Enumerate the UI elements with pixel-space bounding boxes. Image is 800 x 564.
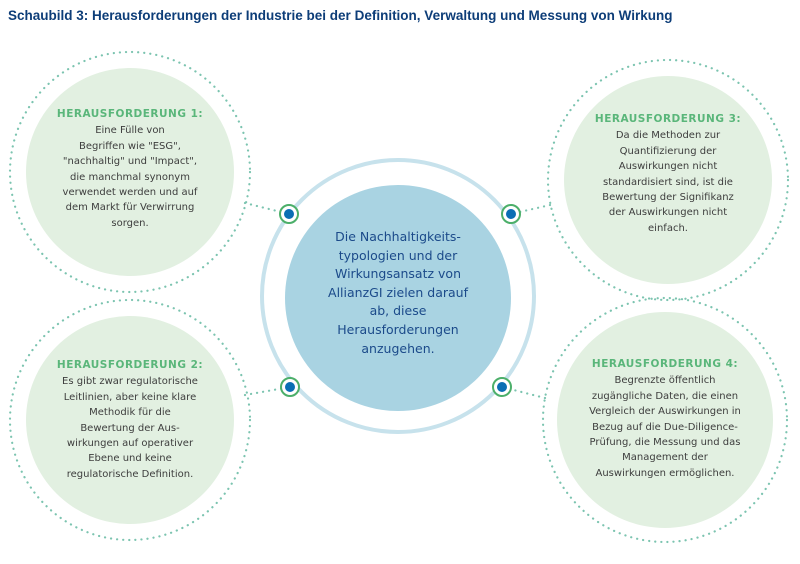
figure-title: Schaubild 3: Herausforderungen der Indus… <box>8 8 673 23</box>
center-line: Die Nachhaltigkeits- <box>335 229 461 244</box>
challenge-line: Auswirkungen ermöglichen. <box>595 467 735 479</box>
challenge-line: Vergleich der Auswirkungen in <box>589 406 741 418</box>
center-ring <box>260 158 536 434</box>
challenge-line: regulatorische Definition. <box>66 468 194 480</box>
challenge-line: Es gibt zwar regulatorische <box>62 376 198 388</box>
challenge-line: Quantifizierung der <box>619 145 717 157</box>
satellite-1-dotted-ring <box>8 50 252 294</box>
challenge-4: HERAUSFORDERUNG 4: Begrenzte öffentlich … <box>555 357 775 481</box>
challenge-line: zugängliche Daten, die einen <box>591 390 739 402</box>
challenge-line: standardisiert sind, ist die <box>603 176 733 188</box>
satellite-3-disc <box>564 76 772 284</box>
challenge-line: sorgen. <box>111 217 149 229</box>
challenge-3: HERAUSFORDERUNG 3: Da die Methoden zur Q… <box>558 112 778 236</box>
satellite-3-dotted-ring <box>546 58 790 302</box>
challenge-line: Management der <box>622 452 708 464</box>
center-line: AllianzGI zielen darauf <box>328 284 468 300</box>
connector-nodes <box>279 204 521 397</box>
satellite-4-dotted-ring <box>541 296 789 544</box>
challenge-line: verwendet werden und auf <box>62 187 198 199</box>
challenge-line: Da die Methoden zur <box>615 130 721 142</box>
connector-3 <box>509 203 552 216</box>
challenge-heading: HERAUSFORDERUNG 1: <box>56 108 204 120</box>
challenge-line: "nachhaltig" und "Impact", <box>62 156 198 168</box>
center-line: ab, diese <box>369 303 427 319</box>
center-line: typologien und der <box>338 247 458 263</box>
center-line: anzugehen. <box>361 340 435 356</box>
challenge-line: Bewertung der Signifikanz <box>602 192 734 204</box>
center-disc <box>285 185 511 411</box>
satellite-1-disc <box>26 68 234 276</box>
challenge-line: wirkungen auf operativer <box>66 438 194 450</box>
challenge-line: der Auswirkungen nicht <box>608 207 728 219</box>
node-3 <box>501 204 521 224</box>
satellite-2-disc <box>26 316 234 524</box>
node-2 <box>280 377 300 397</box>
challenge-line: Bezug auf die Due-Diligence- <box>592 421 738 433</box>
challenge-heading: HERAUSFORDERUNG 3: <box>594 113 742 125</box>
center-statement: Die Nachhaltigkeits- typologien und der … <box>298 228 498 358</box>
node-4 <box>492 377 512 397</box>
challenge-1: HERAUSFORDERUNG 1: Eine Fülle von Begrif… <box>20 107 240 231</box>
challenge-line: Leitlinien, aber keine klare <box>63 391 197 403</box>
challenge-line: Auswirkungen nicht <box>618 161 718 173</box>
challenge-line: Begrenzte öffentlich <box>614 375 716 387</box>
challenge-line: Bewertung der Aus- <box>80 422 180 434</box>
challenge-2: HERAUSFORDERUNG 2: Es gibt zwar regulato… <box>20 358 240 482</box>
challenge-line: Prüfung, die Messung und das <box>589 437 741 449</box>
challenge-line: Eine Fülle von <box>95 125 165 137</box>
challenge-line: Methodik für die <box>89 407 171 419</box>
satellite-2-dotted-ring <box>8 298 252 542</box>
challenge-heading: HERAUSFORDERUNG 4: <box>591 358 739 370</box>
center-line: Herausforderungen <box>337 321 459 337</box>
satellite-4-disc <box>557 312 773 528</box>
node-1 <box>279 204 299 224</box>
challenge-line: Ebene und keine <box>88 453 172 465</box>
challenge-heading: HERAUSFORDERUNG 2: <box>56 359 204 371</box>
center-line: Wirkungsansatz von <box>334 266 461 282</box>
challenge-line: die manchmal synonym <box>70 171 190 183</box>
challenge-line: einfach. <box>648 222 688 234</box>
challenge-line: Begriffen wie "ESG", <box>79 140 181 152</box>
challenge-line: dem Markt für Verwirrung <box>65 202 195 214</box>
